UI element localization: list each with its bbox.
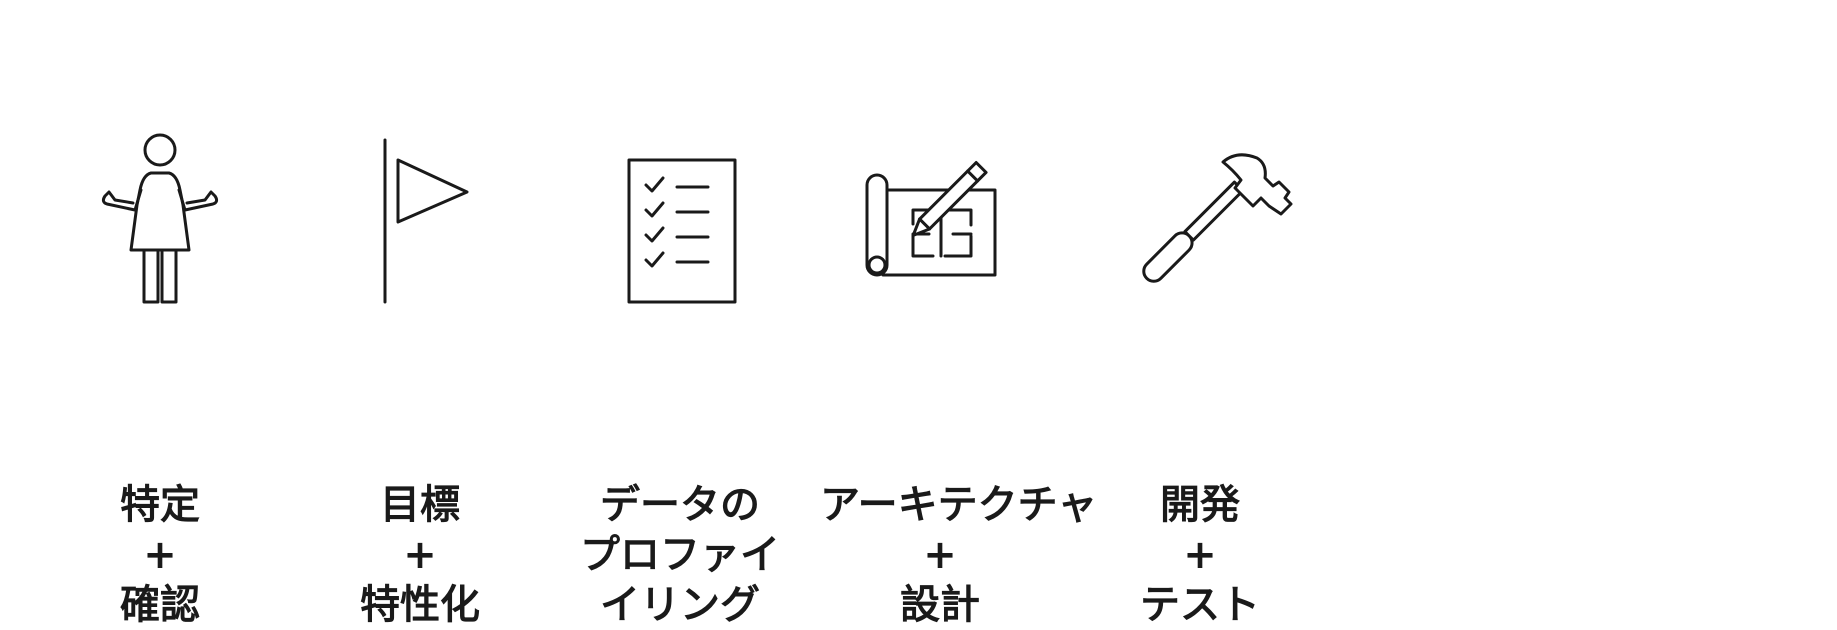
person-shrug-icon	[85, 130, 235, 320]
flag-icon	[345, 130, 495, 320]
plus-sign: +	[403, 532, 437, 578]
plus-sign: +	[1183, 532, 1217, 578]
step-label: データの プロファイ イリング	[560, 480, 800, 630]
step-label: 開発 + テスト	[1080, 480, 1320, 630]
checklist-icon	[605, 130, 755, 320]
step-title: アーキテクチャ	[820, 482, 1098, 528]
step-architecture-design: アーキテクチャ + 設計	[820, 130, 1097, 628]
step-title-continued: プロファイ	[580, 532, 780, 578]
step-label: 特定 + 確認	[40, 480, 280, 630]
step-title: データの	[600, 482, 760, 528]
step-title: 目標	[380, 482, 460, 528]
step-data-profiling: データの プロファイ イリング	[560, 130, 800, 628]
step-goal-characterize: 目標 + 特性化	[300, 130, 540, 628]
blueprint-pencil-icon	[865, 130, 1015, 320]
step-identify-confirm: 特定 + 確認	[40, 130, 280, 628]
step-title: 特定	[120, 482, 200, 528]
step-subtitle: 特性化	[360, 582, 480, 628]
plus-sign: +	[143, 532, 177, 578]
step-develop-test: 開発 + テスト	[1080, 130, 1320, 628]
step-subtitle: イリング	[600, 582, 760, 628]
plus-sign: +	[923, 532, 957, 578]
step-label: 目標 + 特性化	[300, 480, 540, 630]
step-title: 開発	[1160, 482, 1240, 528]
hammer-icon	[1125, 130, 1293, 320]
step-label: アーキテクチャ + 設計	[820, 480, 1098, 630]
step-subtitle: 設計	[900, 582, 980, 628]
step-subtitle: 確認	[120, 582, 200, 628]
step-subtitle: テスト	[1140, 582, 1260, 628]
